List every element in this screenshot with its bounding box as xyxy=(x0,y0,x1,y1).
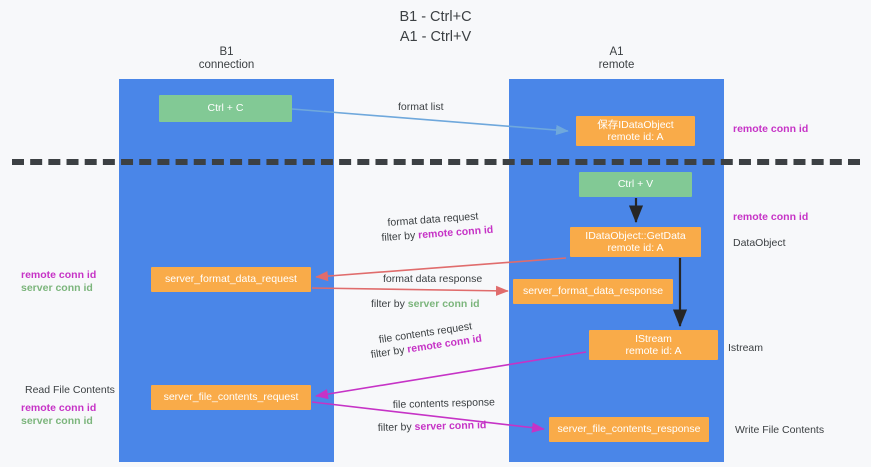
side-label-remote-conn-id-mid: remote conn id xyxy=(733,211,809,223)
edge-label-format-list: format list xyxy=(398,101,444,113)
section-divider xyxy=(12,159,860,165)
edge-label-file-contents-response: file contents response xyxy=(392,396,496,412)
node-istream[interactable]: IStream remote id: A xyxy=(589,330,718,360)
edge-label-format-data-response-filter: filter by server conn id xyxy=(371,298,480,311)
edge-label-format-data-response: format data response xyxy=(383,273,483,285)
side-label-left-server-conn-id: server conn id xyxy=(21,282,93,294)
node-ctrl-c[interactable]: Ctrl + C xyxy=(159,95,292,122)
node-server-file-contents-request[interactable]: server_file_contents_request xyxy=(151,385,311,410)
filter-prefix: filter by xyxy=(370,343,409,362)
side-label-istream: Istream xyxy=(728,342,764,354)
side-label-dataobject: DataObject xyxy=(733,237,786,249)
column-header-a1: A1 remote xyxy=(598,46,635,71)
side-label-remote-conn-id-top: remote conn id xyxy=(733,123,809,135)
node-server-format-data-request[interactable]: server_format_data_request xyxy=(151,267,311,292)
filter-prefix: filter by xyxy=(377,421,415,435)
column-header-b1: B1 connection xyxy=(198,46,255,71)
side-label-left-remote-conn-id: remote conn id xyxy=(21,269,97,281)
node-ctrl-v[interactable]: Ctrl + V xyxy=(579,172,692,197)
node-server-file-contents-response[interactable]: server_file_contents_response xyxy=(549,417,709,442)
side-label-left-remote-conn-id-2: remote conn id xyxy=(21,402,97,414)
node-save-idataobject[interactable]: 保存IDataObject remote id: A xyxy=(576,116,695,146)
filter-key-server-conn-id: server conn id xyxy=(407,298,480,310)
filter-key-server-conn-id: server conn id xyxy=(414,419,487,434)
edge-label-file-contents-response-filter: filter by server conn id xyxy=(378,419,487,435)
filter-prefix: filter by xyxy=(371,298,408,310)
arrow-format-data-response xyxy=(311,285,509,296)
node-server-format-data-response[interactable]: server_format_data_response xyxy=(513,279,673,304)
node-idataobject-getdata[interactable]: IDataObject::GetData remote id: A xyxy=(570,227,701,257)
filter-prefix: filter by xyxy=(381,229,419,245)
side-label-read-file-contents: Read File Contents xyxy=(25,384,115,396)
side-label-left-server-conn-id-2: server conn id xyxy=(21,415,93,427)
side-label-write-file-contents: Write File Contents xyxy=(735,424,825,436)
diagram-title: B1 - Ctrl+C A1 - Ctrl+V xyxy=(399,9,472,45)
